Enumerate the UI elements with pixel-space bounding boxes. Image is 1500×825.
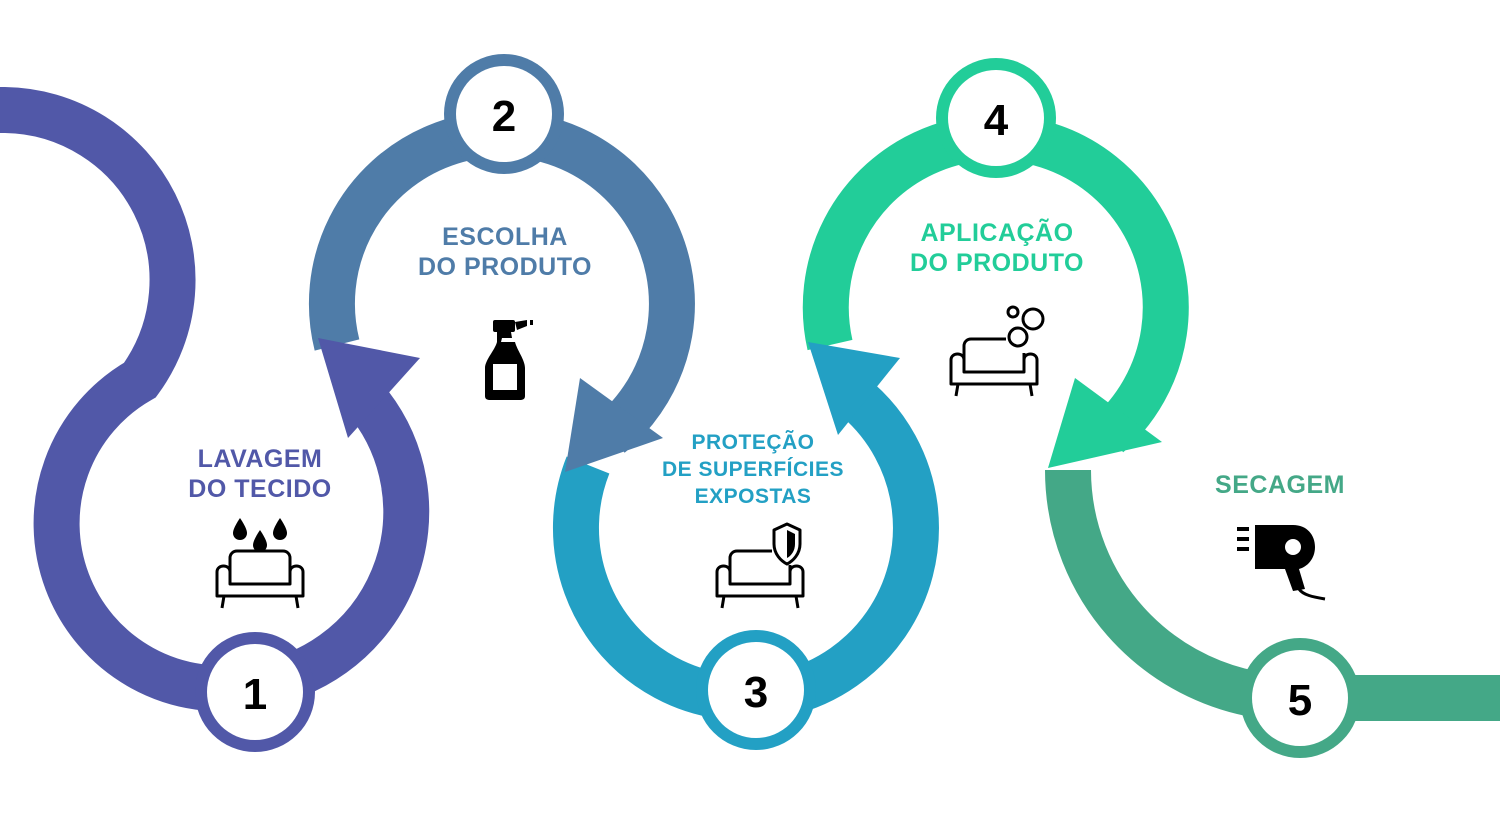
step-2-number-badge: 2 [444, 54, 564, 174]
step-3-number: 3 [744, 668, 768, 717]
sofa-bubbles-icon [949, 305, 1045, 397]
step-3-title-line-3: EXPOSTAS [694, 485, 812, 508]
step-1-title: LAVAGEM DO TECIDO [160, 444, 360, 504]
step-2-title: ESCOLHA DO PRODUTO [390, 222, 620, 282]
step-1-title-line-2: DO TECIDO [188, 475, 332, 503]
step-4-number: 4 [984, 96, 1009, 145]
flow-path-1 [0, 87, 430, 712]
flow-arrowhead-4 [1048, 378, 1162, 468]
flow-arrowhead-1 [318, 338, 420, 438]
step-4-title-line-2: DO PRODUTO [910, 249, 1084, 277]
step-4-title-line-1: APLICAÇÃO [920, 219, 1074, 247]
step-4-title: APLICAÇÃO DO PRODUTO [882, 218, 1112, 278]
step-5-number: 5 [1288, 676, 1312, 725]
flow-arrowhead-2 [565, 378, 663, 472]
step-1-number: 1 [243, 670, 267, 719]
step-2-title-line-1: ESCOLHA [442, 223, 568, 251]
sofa-shield-icon [715, 522, 805, 609]
step-5-number-badge: 5 [1240, 638, 1360, 758]
step-3-title-line-2: DE SUPERFÍCIES [661, 458, 845, 481]
hair-dryer-icon [1237, 525, 1326, 601]
step-2-number: 2 [492, 92, 516, 141]
spray-bottle-icon [485, 320, 533, 400]
sofa-water-drops-icon [215, 518, 305, 609]
step-1-number-badge: 1 [195, 632, 315, 752]
step-1-title-line-1: LAVAGEM [197, 445, 323, 473]
step-3-number-badge: 3 [696, 630, 816, 750]
step-4-number-badge: 4 [936, 58, 1056, 178]
step-5-title: SECAGEM [1180, 470, 1380, 500]
step-5-title-line-1: SECAGEM [1215, 471, 1345, 499]
step-3-title-line-1: PROTEÇÃO [691, 431, 815, 454]
flow-arrowhead-3 [808, 342, 900, 435]
step-2-title-line-2: DO PRODUTO [418, 253, 592, 281]
step-3-title: PROTEÇÃO DE SUPERFÍCIES EXPOSTAS [643, 429, 863, 510]
